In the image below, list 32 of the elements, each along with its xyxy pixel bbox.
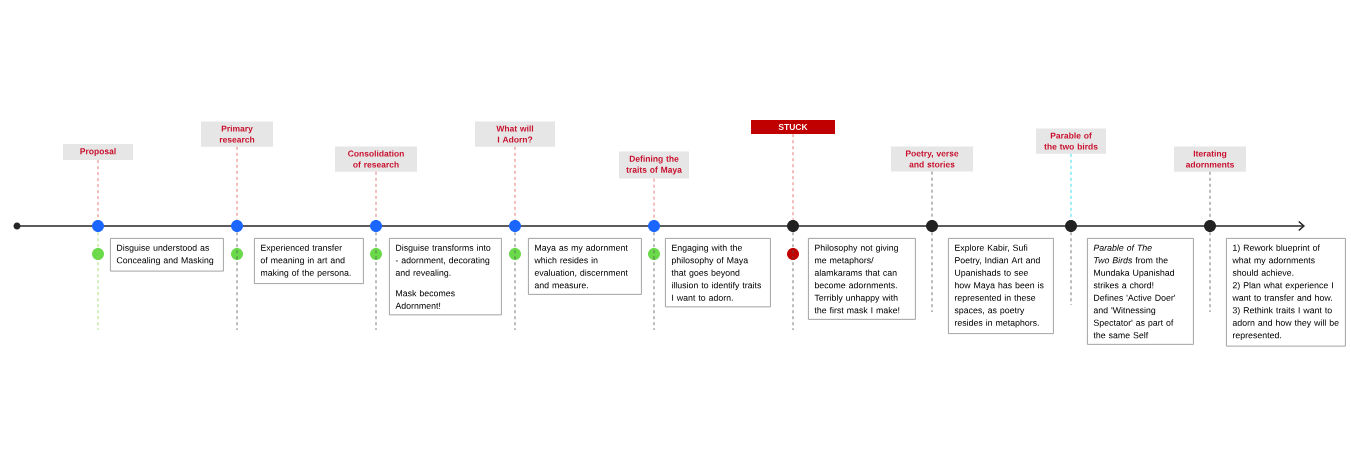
milestone-label: STUCK <box>751 120 835 134</box>
description-box: Disguise transforms into - adornment, decorating and revealing. Mask becomes Adornment! <box>389 238 502 316</box>
description-box: Explore Kabir, Sufi Poetry, Indian Art and Upanishads to see how Maya has been is represented in these spaces, as poetry resides in metaphors. <box>948 238 1054 334</box>
description-box: Experienced transfer of meaning in art and making of the persona. <box>254 238 364 284</box>
dashed-connector <box>375 231 377 331</box>
dashed-connector <box>931 171 933 221</box>
dashed-connector <box>1209 231 1211 313</box>
description-box: Philosophy not giving me metaphors/ alamkarams that can become adornments. Terribly unhappy with the first mask I make! <box>808 238 916 320</box>
description-box: 1) Rework blueprint of what my adornments should achieve. 2) Plan what experience I want to transfer and how. 3) Rethink traits I want to adorn and how they will be represented. <box>1226 238 1346 347</box>
dashed-connector <box>931 231 933 313</box>
dashed-connector <box>653 231 655 331</box>
dashed-connector <box>514 146 516 221</box>
milestone-label: Parable of the two birds <box>1036 128 1106 154</box>
description-box: Parable of The Two Birds from the Mundaka Upanishad strikes a chord! Defines 'Active Doer' and 'Witnessing Spectator' as part of the same Self <box>1087 238 1194 345</box>
dashed-connector <box>792 231 794 331</box>
dashed-connector <box>514 231 516 331</box>
milestone-label: Primary research <box>201 121 273 147</box>
milestone-label: What will I Adorn? <box>475 121 555 147</box>
milestone-label: Iterating adornments <box>1174 146 1246 172</box>
milestone-label: Defining the traits of Maya <box>619 151 689 179</box>
milestone-label: Proposal <box>63 144 133 160</box>
dashed-connector <box>97 231 99 331</box>
milestone-label: Poetry, verse and stories <box>891 146 973 172</box>
milestone-label: Consolidation of research <box>335 146 417 172</box>
description-box: Disguise understood as Concealing and Masking <box>110 238 224 272</box>
dashed-connector <box>236 231 238 331</box>
dashed-connector <box>653 178 655 221</box>
dashed-connector <box>236 146 238 221</box>
dashed-connector <box>792 133 794 221</box>
description-box: Engaging with the philosophy of Maya that goes beyond illusion to identify traits I want to adorn. <box>665 238 771 308</box>
description-box: Maya as my adornment which resides in evaluation, discernment and measure. <box>528 238 642 295</box>
dashed-connector <box>1070 231 1072 306</box>
